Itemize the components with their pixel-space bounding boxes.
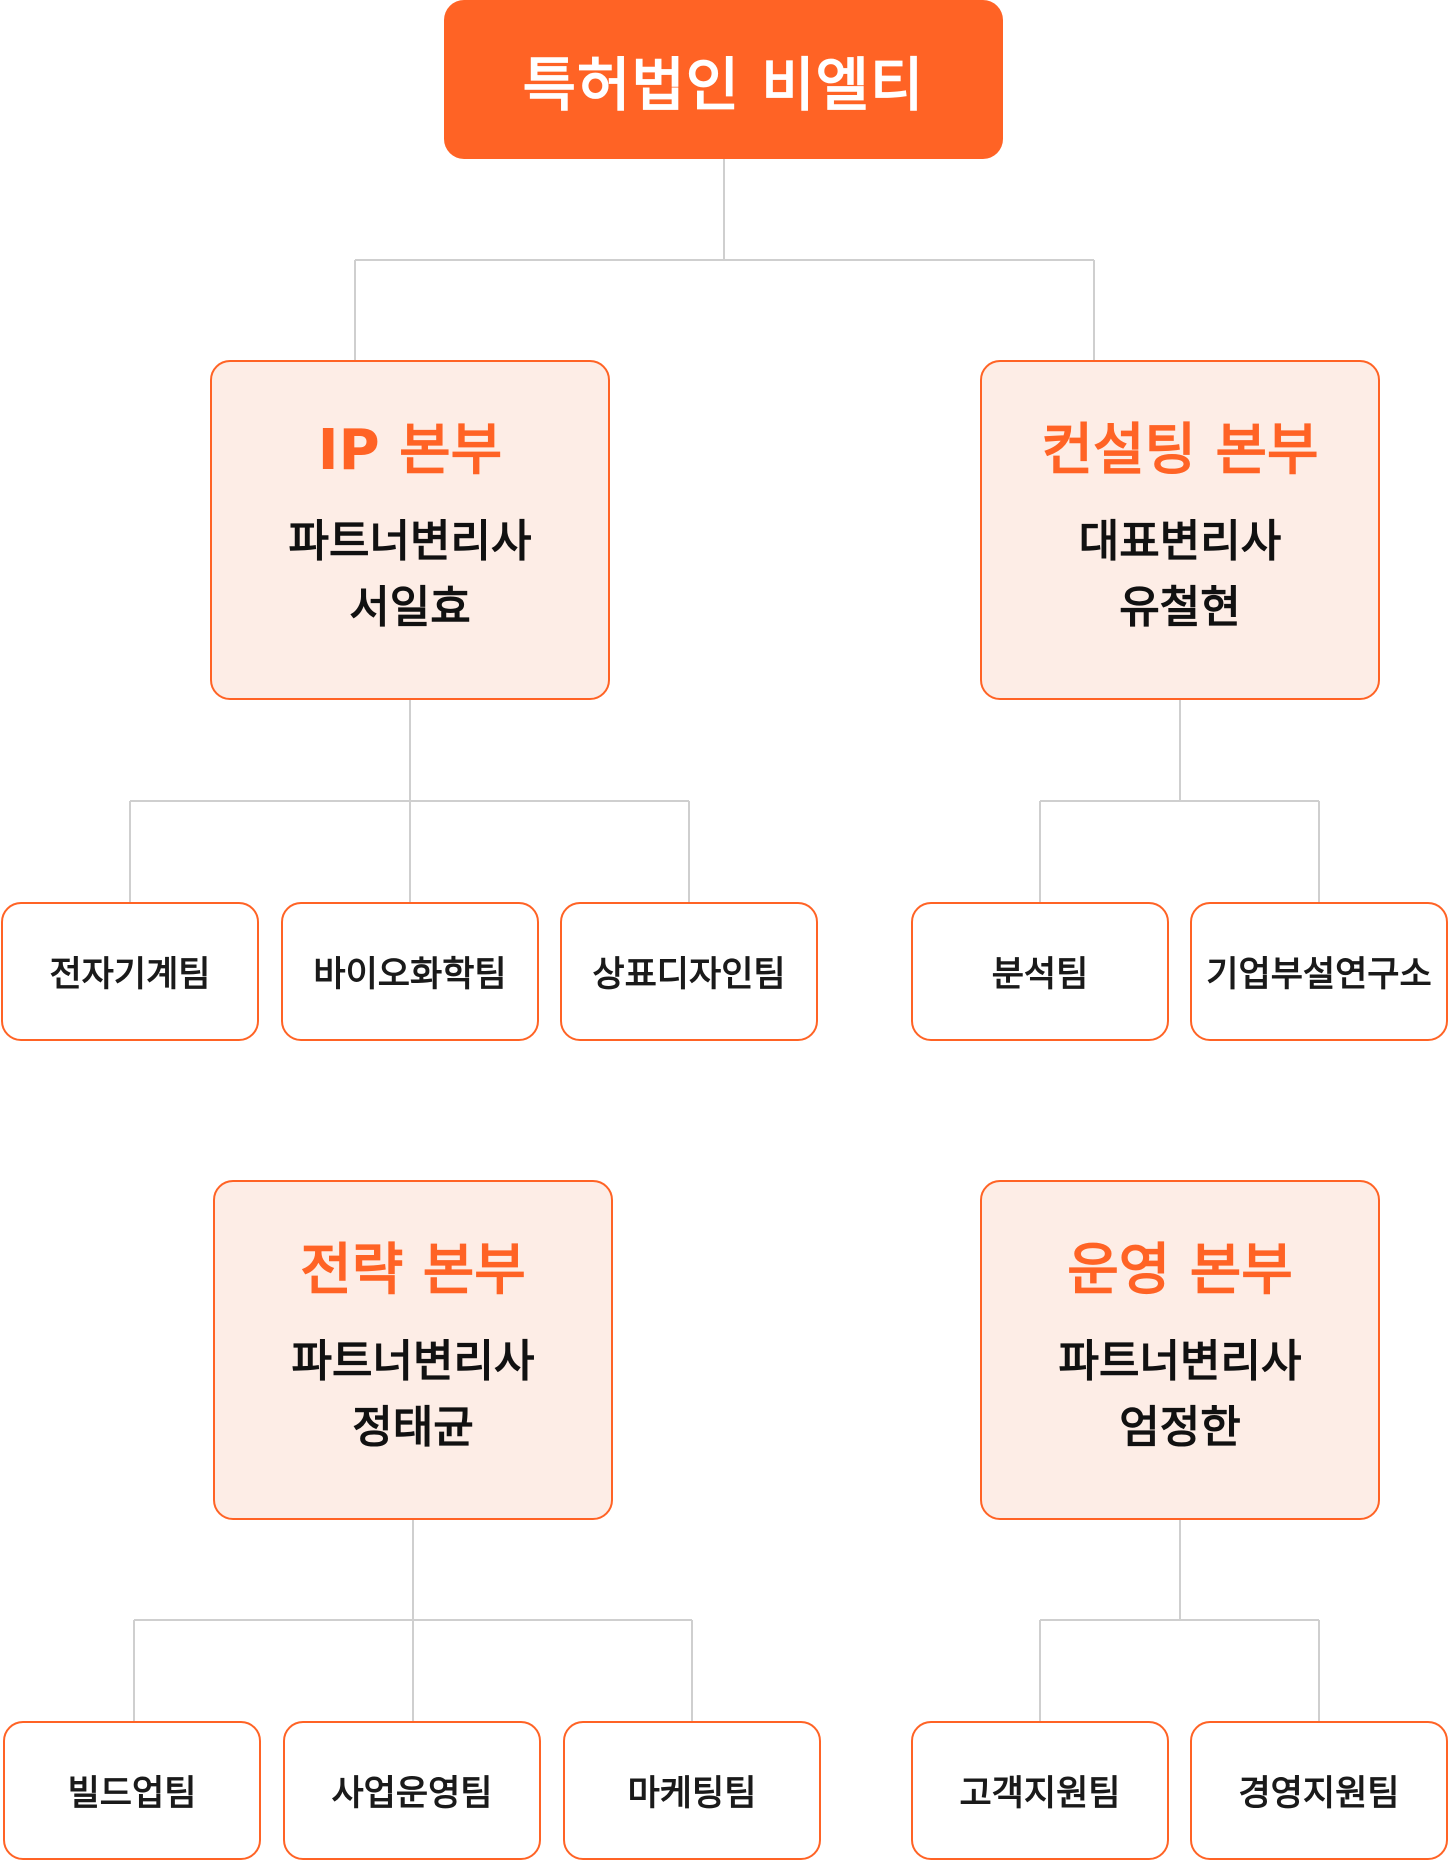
division-name: 전략 본부: [300, 1238, 526, 1303]
team-customer-support: 고객지원팀: [911, 1721, 1169, 1860]
team-management-support: 경영지원팀: [1190, 1721, 1448, 1860]
team-label: 고객지원팀: [959, 1774, 1121, 1814]
team-label: 마케팅팀: [627, 1774, 757, 1814]
division-strategy: 전략 본부 파트너변리사 정태균: [213, 1180, 613, 1520]
team-label: 경영지원팀: [1238, 1774, 1400, 1814]
connector-consulting: [1039, 700, 1320, 902]
team-bio-chemistry: 바이오화학팀: [281, 902, 539, 1041]
team-buildup: 빌드업팀: [3, 1721, 261, 1860]
division-head-name: 유철현: [1119, 582, 1241, 633]
division-head-title: 파트너변리사: [1058, 1336, 1302, 1387]
connector-operations: [1039, 1520, 1320, 1721]
team-analysis: 분석팀: [911, 902, 1169, 1041]
division-head-title: 대표변리사: [1078, 516, 1282, 567]
division-name: 운영 본부: [1067, 1238, 1293, 1303]
division-head-title: 파트너변리사: [288, 516, 532, 567]
connector-ip: [129, 700, 690, 902]
team-marketing: 마케팅팀: [563, 1721, 821, 1860]
org-root-name: 특허법인 비엘티: [522, 50, 925, 119]
team-label: 상표디자인팀: [592, 955, 786, 995]
division-operations: 운영 본부 파트너변리사 엄정한: [980, 1180, 1380, 1520]
team-trademark-design: 상표디자인팀: [560, 902, 818, 1041]
division-head-name: 서일효: [349, 582, 471, 633]
org-root-box: 특허법인 비엘티: [444, 0, 1003, 159]
team-label: 분석팀: [991, 955, 1089, 995]
team-label: 사업운영팀: [331, 1774, 493, 1814]
team-label: 빌드업팀: [67, 1774, 197, 1814]
team-business-operations: 사업운영팀: [283, 1721, 541, 1860]
division-name: 컨설팅 본부: [1041, 418, 1319, 483]
team-corporate-rnd-center: 기업부설연구소: [1190, 902, 1448, 1041]
team-label: 전자기계팀: [49, 955, 211, 995]
division-name: IP 본부: [317, 418, 503, 483]
division-consulting: 컨설팅 본부 대표변리사 유철현: [980, 360, 1380, 700]
division-ip: IP 본부 파트너변리사 서일효: [210, 360, 610, 700]
connector-root: [354, 159, 1095, 360]
connector-strategy: [133, 1520, 693, 1721]
division-head-name: 엄정한: [1119, 1402, 1241, 1453]
division-head-name: 정태균: [352, 1402, 474, 1453]
team-electronics-mechanical: 전자기계팀: [1, 902, 259, 1041]
team-label: 바이오화학팀: [313, 955, 507, 995]
team-label: 기업부설연구소: [1206, 955, 1432, 995]
division-head-title: 파트너변리사: [291, 1336, 535, 1387]
